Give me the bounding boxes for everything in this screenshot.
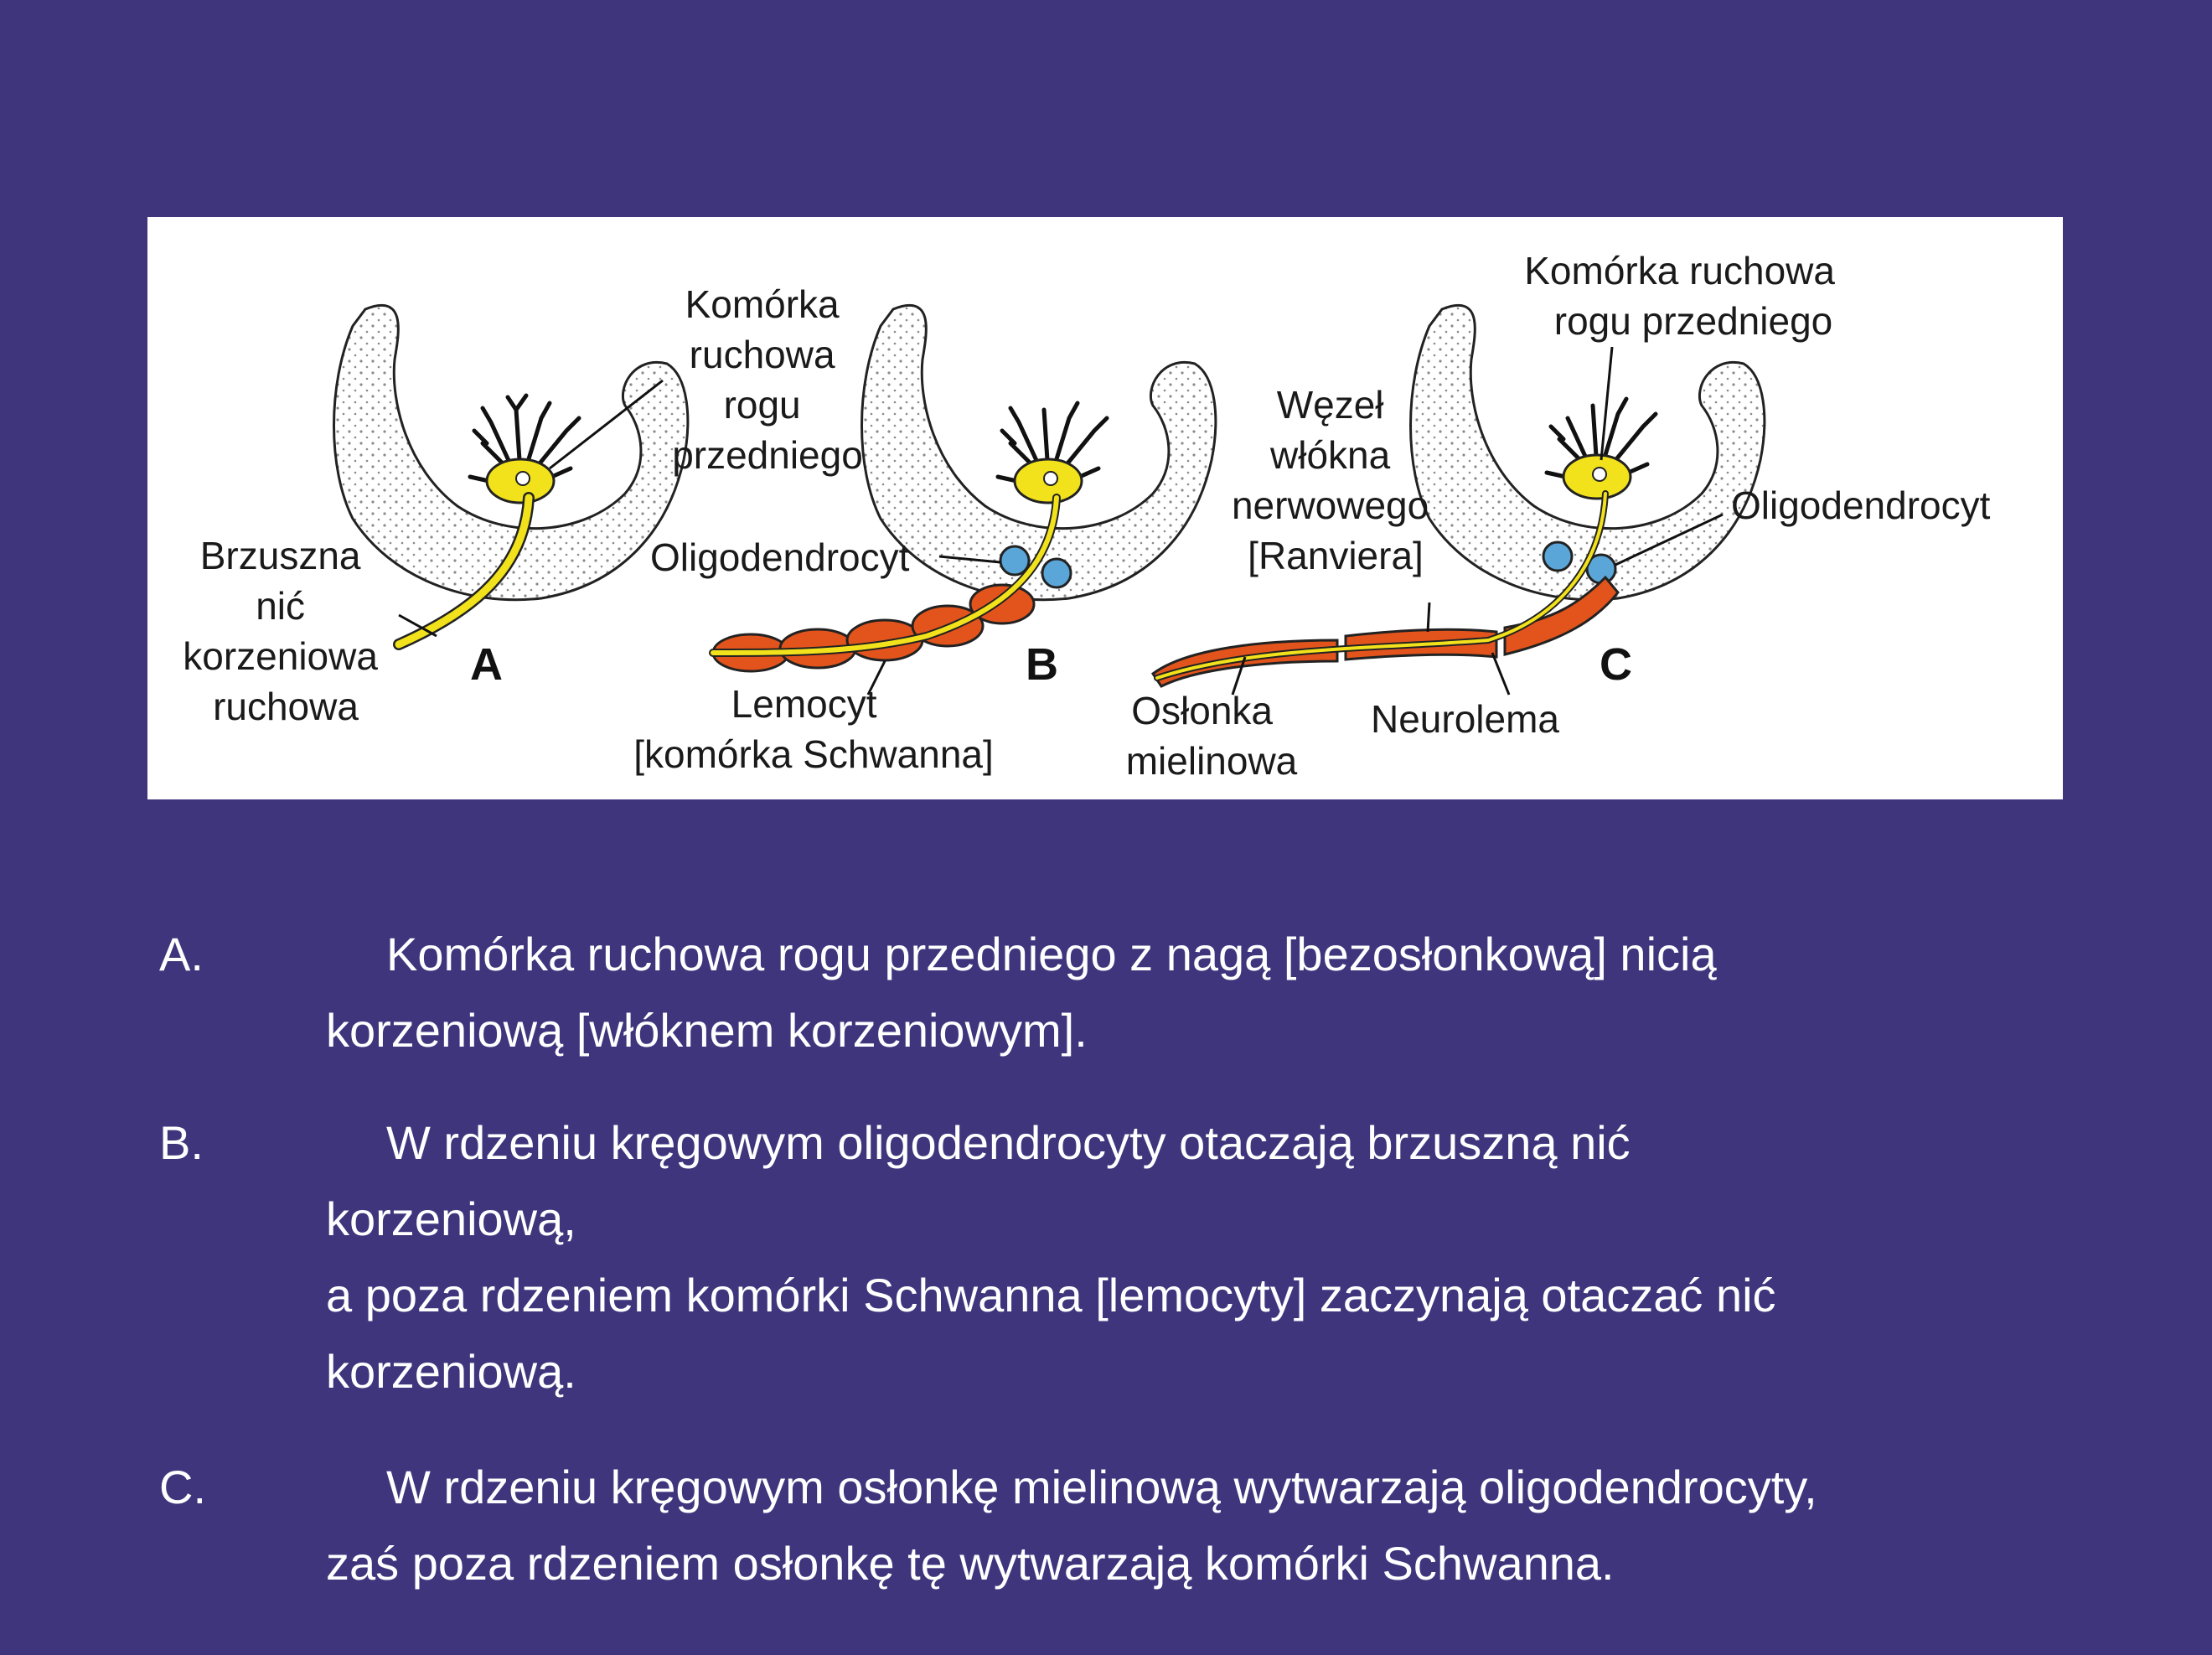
label-c-neurolemma: Neurolema <box>1371 697 1559 741</box>
nucleus-b <box>1043 471 1058 486</box>
grey-matter-c <box>1409 303 1766 602</box>
item-first-line: Komórka ruchowa rogu przedniego z nagą [… <box>386 928 1717 980</box>
panel-letter-a: A <box>470 639 503 690</box>
label-c-motor-cell: Komórka ruchowa rogu przedniego <box>1524 249 1846 343</box>
leader-b-lemocyte <box>866 660 886 696</box>
label-c-oligodendrocyte: Oligodendrocyt <box>1731 484 1991 527</box>
leader-a-motor <box>549 379 664 470</box>
item-line: zaś poza rdzeniem osłonkę tę wytwarzają … <box>326 1537 1615 1590</box>
label-line: nerwowego <box>1232 484 1429 527</box>
item-letter: C. <box>159 1461 206 1513</box>
leader-a-root <box>398 613 437 638</box>
label-line: rogu przedniego <box>1554 299 1832 343</box>
panel-a: Komórka ruchowa rogu przedniego Brzuszna… <box>183 282 863 728</box>
panel-letter-b: B <box>1026 639 1058 690</box>
item-letter: B. <box>159 1116 204 1169</box>
leader-c-motor <box>1600 346 1614 461</box>
label-a-motor-cell: Komórka ruchowa rogu przedniego <box>672 282 863 477</box>
panel-b: Oligodendrocyt Lemocyt [komórka Schwanna… <box>633 303 1217 776</box>
label-line: [komórka Schwanna] <box>633 732 994 776</box>
label-line: [Ranviera] <box>1248 534 1424 577</box>
label-line: korzeniowa <box>183 634 378 678</box>
item-line: korzeniową, <box>326 1192 576 1245</box>
leader-c-myelin <box>1231 656 1247 696</box>
item-line: korzeniową. <box>326 1345 576 1398</box>
label-line: Osłonka <box>1131 689 1273 732</box>
label-line: Komórka ruchowa <box>1524 249 1835 292</box>
oligodendrocyte-b1 <box>999 545 1031 577</box>
label-b-lemocyte: Lemocyt [komórka Schwanna] <box>633 682 994 776</box>
item-line: a poza rdzeniem komórki Schwanna [lemocy… <box>326 1269 1776 1321</box>
oligodendrocyte-c1 <box>1542 540 1574 572</box>
panel-c: Węzeł włókna nerwowego [Ranviera] Komórk… <box>1126 249 1991 783</box>
label-c-node: Węzeł włókna nerwowego [Ranviera] <box>1232 383 1439 577</box>
item-first-line: W rdzeniu kręgowym oligodendrocyty otacz… <box>386 1116 1631 1169</box>
neuron-myelination-figure: Komórka ruchowa rogu przedniego Brzuszna… <box>147 217 2063 799</box>
label-line: Komórka <box>685 282 840 326</box>
leader-c-neurolemma <box>1491 652 1511 696</box>
nucleus-c <box>1592 467 1607 482</box>
label-line: Lemocyt <box>731 682 877 726</box>
label-line: ruchowa <box>213 685 359 728</box>
label-line: włókna <box>1269 433 1391 477</box>
label-a-ventral-root: Brzuszna nić korzeniowa ruchowa <box>183 534 388 728</box>
label-line: mielinowa <box>1126 739 1298 783</box>
item-first-line: W rdzeniu kręgowym osłonkę mielinową wyt… <box>386 1461 1817 1513</box>
oligodendrocyte-b2 <box>1041 557 1072 589</box>
label-line: przedniego <box>672 433 863 477</box>
label-b-oligodendrocyte: Oligodendrocyt <box>650 535 910 579</box>
leader-c-node <box>1426 602 1431 633</box>
panel-letter-c: C <box>1600 639 1632 690</box>
nucleus-a <box>515 471 530 486</box>
label-line: Węzeł <box>1277 383 1384 427</box>
label-line: nić <box>256 584 305 628</box>
label-line: ruchowa <box>690 333 835 376</box>
schwann-cells-b <box>711 583 1036 673</box>
item-letter: A. <box>159 928 204 980</box>
leader-b-oligo <box>938 555 1001 564</box>
label-c-myelin: Osłonka mielinowa <box>1126 689 1298 783</box>
label-line: Brzuszna <box>200 534 361 577</box>
label-line: rogu <box>724 383 801 427</box>
grey-matter-a <box>333 303 690 602</box>
leader-c-oligo <box>1615 513 1724 566</box>
item-line: korzeniową [włóknem korzeniowym]. <box>326 1004 1088 1057</box>
grey-matter-b <box>861 303 1217 602</box>
